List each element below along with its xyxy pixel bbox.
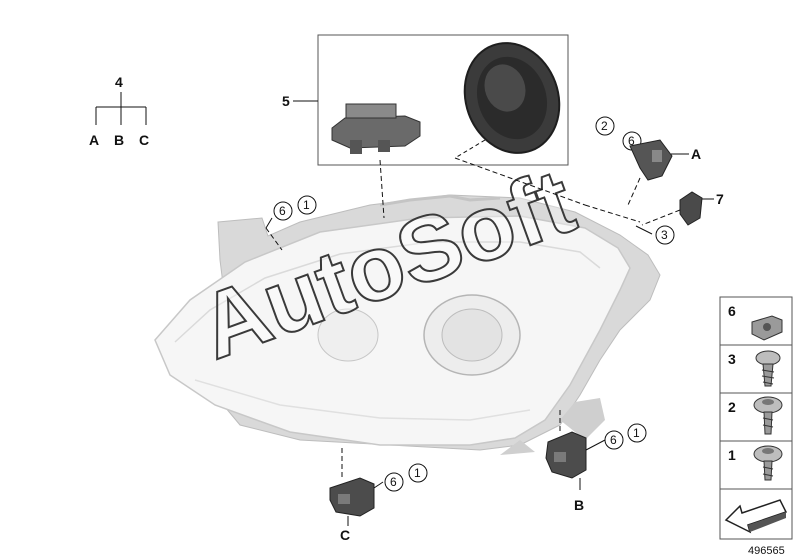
legend-number-1: 6 (728, 303, 736, 319)
tree-parent-label: 4 (115, 74, 123, 90)
tree-child-b: B (114, 132, 124, 148)
cover-cap-part (463, 42, 561, 154)
legend-cell-2 (719, 344, 793, 394)
fastener-legend: 6 3 2 1 (719, 296, 793, 540)
bracket-c-circle-2: 1 (414, 466, 421, 480)
legend-number-3: 2 (728, 399, 736, 415)
bracket-a-circle-2: 6 (628, 134, 635, 148)
clip-nut-part (751, 315, 783, 341)
bracket-b: 6 1 B (545, 410, 647, 513)
kit-callout-label: 5 (282, 93, 290, 109)
flange-screw-part (753, 445, 783, 481)
bracket-c: 6 1 C (329, 448, 428, 543)
screw-3-callout: 3 (635, 225, 675, 245)
bracket-a: 2 6 A (595, 116, 701, 206)
bracket-c-letter: C (340, 527, 350, 543)
collar-screw-part (753, 396, 783, 435)
diagram-number: 496565 (748, 545, 785, 557)
bracket-a-letter: A (691, 146, 701, 162)
cap-callout-label: 7 (716, 191, 724, 207)
bracket-a-circle-1: 2 (601, 119, 608, 133)
legend-number-4: 1 (728, 447, 736, 463)
screw-3-circle: 3 (661, 228, 668, 242)
bracket-tl-circle-2: 1 (303, 198, 310, 212)
headlamp-lens (154, 215, 631, 446)
bracket-tl-circle-1: 6 (279, 204, 286, 218)
bracket-b-letter: B (574, 497, 584, 513)
self-tapping-screw-part (755, 350, 781, 387)
tree-child-c: C (139, 132, 149, 148)
legend-number-2: 3 (728, 351, 736, 367)
bulb-holder-part (331, 103, 421, 154)
projector-lens (317, 294, 521, 376)
legend-cell-4 (719, 440, 793, 490)
bracket-c-circle-1: 6 (390, 475, 397, 489)
direction-arrow-icon (724, 499, 788, 534)
cap-part: 7 (641, 191, 724, 226)
bracket-b-circle-2: 1 (633, 426, 640, 440)
bracket-b-circle-1: 6 (610, 433, 617, 447)
kit-box: 5 (282, 34, 569, 166)
tree-child-a: A (89, 132, 99, 148)
variant-tree: 4 A B C (89, 74, 149, 148)
bracket-top-left: 6 1 (265, 195, 317, 251)
